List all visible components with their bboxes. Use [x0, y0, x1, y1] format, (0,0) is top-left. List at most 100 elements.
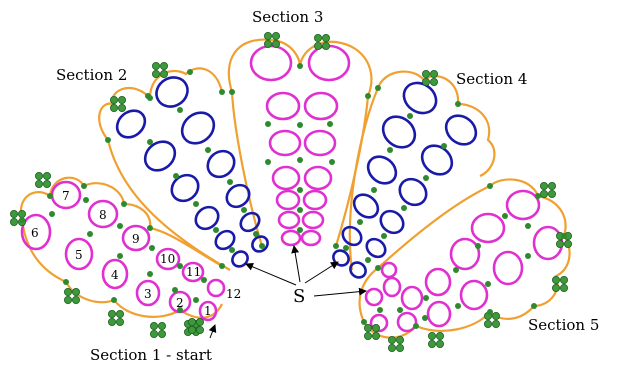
- join-dot: [219, 89, 225, 95]
- bead-cluster: [313, 34, 330, 51]
- bead-cluster: [149, 321, 166, 338]
- join-dot: [329, 159, 335, 165]
- join-dot: [229, 247, 235, 253]
- ring-number-8: 8: [99, 208, 107, 222]
- join-dot: [487, 183, 493, 189]
- join-dot: [297, 187, 303, 193]
- join-dot: [365, 257, 371, 263]
- join-dot: [187, 69, 193, 75]
- join-dot: [422, 315, 428, 321]
- bead-cluster: [64, 287, 81, 304]
- bead-cluster: [483, 311, 500, 328]
- ring-number-4: 4: [111, 268, 119, 282]
- join-dot: [297, 122, 303, 128]
- join-dot: [145, 93, 151, 99]
- arrow-to-section3: [291, 245, 301, 283]
- section4-rings: [332, 81, 478, 279]
- join-dot: [219, 263, 225, 269]
- join-dot: [111, 297, 117, 303]
- arrow-to-start: [208, 324, 217, 339]
- join-dot: [343, 245, 349, 251]
- arrow-to-section5: [313, 287, 367, 297]
- join-dot: [149, 245, 155, 251]
- join-dot: [455, 303, 461, 309]
- label-section2: Section 2: [56, 66, 127, 84]
- join-dot: [525, 253, 531, 259]
- ring-number-1: 1: [204, 304, 212, 318]
- join-dot: [147, 271, 153, 277]
- join-dot: [49, 211, 55, 217]
- ring-number-3: 3: [144, 287, 152, 301]
- join-dot: [117, 253, 123, 259]
- bead-cluster: [108, 309, 125, 326]
- section2-rings: [115, 76, 269, 268]
- join-dot: [327, 121, 333, 127]
- join-dot: [265, 121, 271, 127]
- join-dot: [371, 187, 377, 193]
- join-dot: [455, 101, 461, 107]
- join-dot: [407, 113, 413, 119]
- join-dot: [485, 281, 491, 287]
- join-dot: [177, 307, 183, 313]
- bead-cluster: [263, 32, 280, 49]
- join-dot: [201, 277, 207, 283]
- bead-cluster: [363, 323, 380, 340]
- join-dot: [423, 295, 429, 301]
- bead-cluster: [35, 171, 52, 188]
- join-dot: [173, 173, 179, 179]
- label-section1-start: Section 1 - start: [90, 346, 212, 364]
- join-dot: [487, 309, 493, 315]
- join-dot: [83, 197, 89, 203]
- ring-number-10: 10: [160, 252, 175, 266]
- join-dot: [227, 179, 233, 185]
- ring-number-5: 5: [75, 248, 83, 262]
- label-s-marker: S: [293, 286, 305, 307]
- join-dot: [387, 147, 393, 153]
- join-dot: [525, 223, 531, 229]
- bead-cluster: [110, 96, 127, 113]
- join-dot: [297, 63, 303, 69]
- ring-number-6: 6: [31, 226, 39, 240]
- label-section4: Section 4: [456, 70, 527, 88]
- join-dot: [381, 233, 387, 239]
- bead-cluster: [187, 317, 204, 334]
- join-dot: [253, 231, 259, 237]
- ring-number-11: 11: [186, 265, 201, 279]
- ring-number-9: 9: [132, 232, 140, 246]
- join-dot: [413, 323, 419, 329]
- join-dot: [205, 147, 211, 153]
- join-dot: [475, 243, 481, 249]
- join-dot: [47, 193, 53, 199]
- join-dot: [177, 263, 183, 269]
- label-section3: Section 3: [252, 8, 323, 26]
- arrow-to-section4: [304, 261, 339, 284]
- join-dot: [375, 85, 381, 91]
- join-dot: [361, 319, 367, 325]
- join-dot: [213, 227, 219, 233]
- bead-cluster: [151, 62, 168, 79]
- join-dot: [81, 183, 87, 189]
- join-dot: [193, 297, 199, 303]
- bead-cluster: [421, 70, 438, 87]
- join-dot: [121, 201, 127, 207]
- join-dot: [193, 201, 199, 207]
- join-dot: [502, 213, 508, 219]
- bead-clusters: [9, 32, 573, 352]
- join-dot: [423, 175, 429, 181]
- join-dot: [172, 287, 178, 293]
- join-dot: [105, 137, 111, 143]
- join-dot: [375, 265, 381, 271]
- s-arrows: [208, 245, 367, 339]
- ring-number-7: 7: [62, 189, 70, 203]
- join-dot: [297, 207, 303, 213]
- join-dot: [377, 307, 383, 313]
- join-dot: [259, 243, 265, 249]
- join-dots: [19, 63, 567, 329]
- join-dot: [453, 267, 459, 273]
- join-dot: [229, 89, 235, 95]
- join-dot: [63, 279, 69, 285]
- label-section5: Section 5: [528, 316, 599, 334]
- ring-number-2: 2: [176, 296, 184, 310]
